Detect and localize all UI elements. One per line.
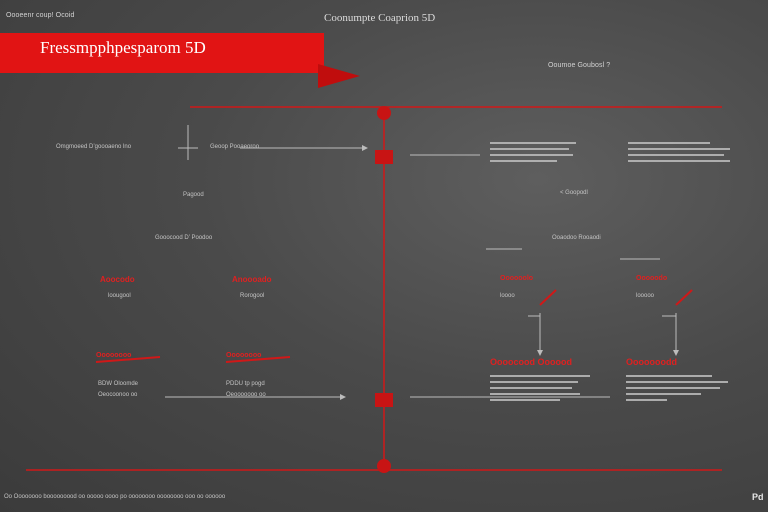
left-item1-title: Aoocodo — [100, 275, 135, 284]
left-item4-sub2: Oeooooooo oo — [226, 392, 266, 398]
left-item3-sub: BDW Oloomde — [98, 381, 139, 387]
right-item2-title: Ooooodo — [636, 275, 668, 282]
page-title: Coonumpte Coaprion 5D — [324, 12, 436, 24]
left-item1-sub: loougool — [108, 293, 131, 299]
footer-corner-mark: Pd — [752, 492, 764, 502]
banner-title: Fressmpphpesparom 5D — [40, 38, 206, 57]
footer-text: Oo Oooooooo booooooood oo ooooo oooo po … — [4, 494, 226, 500]
left-mid-label: Pagood — [183, 192, 204, 198]
right-text-block-1 — [490, 142, 576, 166]
left-item3-sub2: Oeocoonoo oo — [98, 392, 138, 398]
right-item1-title: Oooooolo — [500, 275, 534, 282]
left-item3-title: Oooooooo — [96, 352, 132, 359]
left-item2-title: Anoooado — [232, 275, 272, 284]
banner-ribbon-tail — [318, 64, 360, 88]
left-item4-title: Oooooooo — [226, 352, 262, 359]
top-left-caption: Oooeenr coup! Ocoid — [6, 12, 75, 19]
title-banner — [0, 33, 324, 73]
right-text-block-3 — [490, 375, 590, 405]
right-text-block-2 — [628, 142, 730, 166]
left-item4-sub: PDDU tp pogd — [226, 381, 265, 387]
left-row1-label: Omgmoeed D’goooaeno lno — [56, 144, 132, 150]
right-item1-sub: loooo — [500, 293, 515, 299]
right-subtitle: Ooumoe Goubosl ? — [548, 62, 611, 69]
right-text-block-4 — [626, 375, 728, 405]
left-group-label: Gooocood D’ Poodoo — [155, 235, 213, 241]
right-item3-title: Oooocood Oooood — [490, 357, 572, 367]
left-row1-arrow-label: Geoop Pooaeoroo — [210, 144, 260, 150]
right-item4-title: Ooooooodd — [626, 357, 677, 367]
right-mid-label: < Goopodl — [560, 190, 588, 196]
right-item2-sub: looooo — [636, 293, 655, 299]
left-item2-sub: Rorogool — [240, 293, 265, 299]
right-group-label: Ooaodoo Rooaodi — [552, 235, 601, 241]
